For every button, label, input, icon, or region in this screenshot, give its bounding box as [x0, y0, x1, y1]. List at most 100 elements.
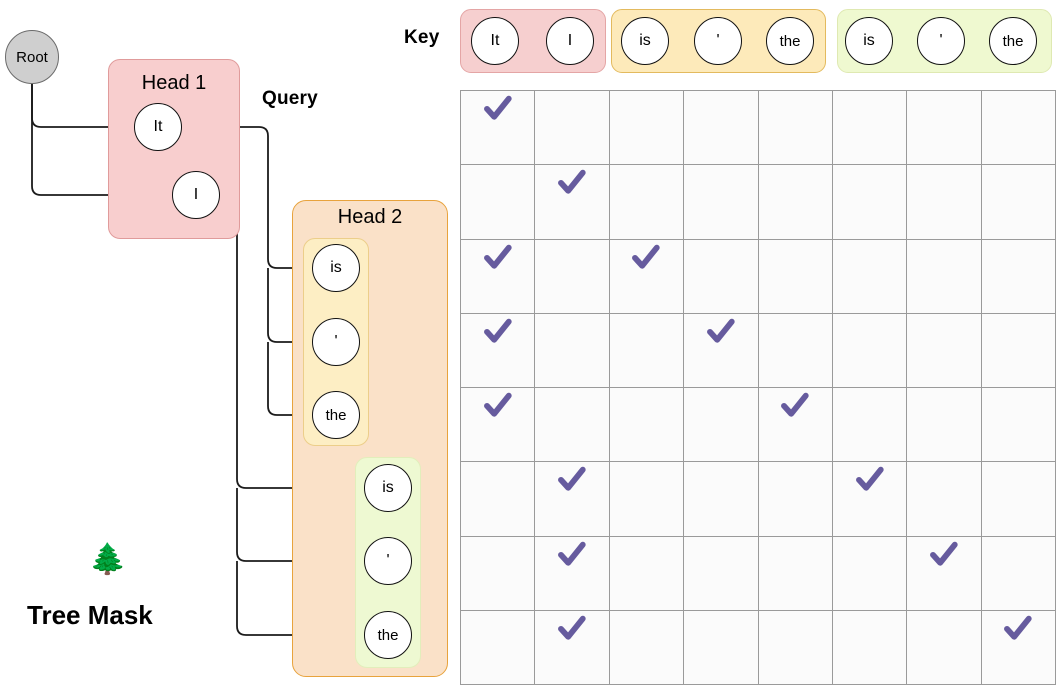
mask-cell-r1-c8[interactable]: [980, 89, 1056, 166]
mask-cell-r7-c4[interactable]: [683, 535, 759, 612]
mask-cell-r7-c8[interactable]: [980, 535, 1056, 612]
key-label: Key: [404, 27, 440, 48]
mask-matrix-row: [459, 535, 1056, 612]
mask-cell-r4-c2[interactable]: [534, 312, 610, 389]
check-icon: [461, 91, 534, 164]
mask-cell-r5-c1[interactable]: [459, 387, 536, 463]
mask-cell-r4-c4[interactable]: [683, 312, 759, 389]
mask-cell-r8-c8[interactable]: [980, 610, 1056, 686]
mask-cell-r4-c3[interactable]: [608, 312, 685, 389]
mask-cell-r2-c1[interactable]: [459, 164, 536, 240]
head2-token-the-2: the: [364, 611, 412, 659]
mask-cell-r7-c2[interactable]: [534, 535, 610, 612]
mask-matrix-row: [459, 610, 1056, 686]
mask-cell-r4-c1[interactable]: [459, 312, 536, 389]
mask-cell-r7-c3[interactable]: [608, 535, 685, 612]
mask-cell-r8-c3[interactable]: [608, 610, 685, 686]
mask-cell-r8-c5[interactable]: [757, 610, 833, 686]
mask-matrix-row: [459, 312, 1056, 389]
mask-cell-r4-c7[interactable]: [906, 312, 982, 389]
head2-title: Head 2: [337, 206, 403, 228]
mask-matrix-body: [459, 89, 1056, 686]
check-icon: [982, 611, 1055, 684]
mask-cell-r1-c3[interactable]: [608, 89, 685, 166]
mask-cell-r6-c1[interactable]: [459, 461, 536, 537]
mask-cell-r5-c3[interactable]: [608, 387, 685, 463]
mask-cell-r6-c3[interactable]: [608, 461, 685, 537]
mask-cell-r2-c3[interactable]: [608, 164, 685, 240]
mask-cell-r5-c5[interactable]: [757, 387, 833, 463]
check-icon: [759, 388, 832, 461]
mask-cell-r2-c6[interactable]: [831, 164, 908, 240]
mask-cell-r8-c7[interactable]: [906, 610, 982, 686]
mask-cell-r1-c1[interactable]: [459, 89, 536, 166]
mask-cell-r4-c5[interactable]: [757, 312, 833, 389]
mask-cell-r3-c1[interactable]: [459, 238, 536, 314]
check-icon: [535, 165, 608, 238]
mask-cell-r1-c5[interactable]: [757, 89, 833, 166]
key-token-green-0: is: [845, 17, 893, 65]
evergreen-tree-icon: 🌲: [89, 543, 127, 576]
mask-cell-r5-c2[interactable]: [534, 387, 610, 463]
mask-cell-r2-c5[interactable]: [757, 164, 833, 240]
mask-cell-r8-c2[interactable]: [534, 610, 610, 686]
mask-cell-r1-c2[interactable]: [534, 89, 610, 166]
mask-cell-r6-c6[interactable]: [831, 461, 908, 537]
check-icon: [461, 388, 534, 461]
check-icon: [535, 462, 608, 535]
mask-cell-r2-c4[interactable]: [683, 164, 759, 240]
mask-cell-r6-c4[interactable]: [683, 461, 759, 537]
head2-token-is-1: is: [312, 244, 360, 292]
head2-token-apostrophe-1: ': [312, 318, 360, 366]
head2-token-is-2: is: [364, 464, 412, 512]
mask-cell-r1-c7[interactable]: [906, 89, 982, 166]
mask-cell-r5-c4[interactable]: [683, 387, 759, 463]
mask-cell-r4-c8[interactable]: [980, 312, 1056, 389]
mask-cell-r6-c8[interactable]: [980, 461, 1056, 537]
mask-cell-r8-c4[interactable]: [683, 610, 759, 686]
mask-cell-r3-c8[interactable]: [980, 238, 1056, 314]
mask-cell-r8-c6[interactable]: [831, 610, 908, 686]
mask-cell-r5-c8[interactable]: [980, 387, 1056, 463]
mask-cell-r3-c7[interactable]: [906, 238, 982, 314]
check-icon: [907, 537, 980, 610]
key-token-yellow-0: is: [621, 17, 669, 65]
mask-matrix-row: [459, 89, 1056, 166]
check-icon: [833, 462, 906, 535]
mask-cell-r1-c4[interactable]: [683, 89, 759, 166]
mask-cell-r4-c6[interactable]: [831, 312, 908, 389]
key-token-pink-0: It: [471, 17, 519, 65]
mask-cell-r2-c7[interactable]: [906, 164, 982, 240]
mask-cell-r6-c5[interactable]: [757, 461, 833, 537]
head1-token-i: I: [172, 171, 220, 219]
mask-cell-r8-c1[interactable]: [459, 610, 536, 686]
mask-matrix-row: [459, 238, 1056, 314]
mask-cell-r2-c2[interactable]: [534, 164, 610, 240]
key-token-yellow-2: the: [766, 17, 814, 65]
key-token-yellow-1: ': [694, 17, 742, 65]
check-icon: [610, 240, 683, 313]
root-node: Root: [5, 30, 59, 84]
mask-cell-r6-c7[interactable]: [906, 461, 982, 537]
mask-cell-r7-c6[interactable]: [831, 535, 908, 612]
mask-cell-r7-c5[interactable]: [757, 535, 833, 612]
key-token-green-1: ': [917, 17, 965, 65]
head2-token-apostrophe-2: ': [364, 537, 412, 585]
check-icon: [535, 611, 608, 684]
mask-cell-r2-c8[interactable]: [980, 164, 1056, 240]
mask-cell-r3-c5[interactable]: [757, 238, 833, 314]
mask-cell-r3-c6[interactable]: [831, 238, 908, 314]
mask-cell-r1-c6[interactable]: [831, 89, 908, 166]
mask-cell-r3-c4[interactable]: [683, 238, 759, 314]
mask-cell-r3-c3[interactable]: [608, 238, 685, 314]
mask-matrix: [459, 89, 1056, 686]
mask-cell-r7-c1[interactable]: [459, 535, 536, 612]
mask-cell-r3-c2[interactable]: [534, 238, 610, 314]
mask-cell-r5-c7[interactable]: [906, 387, 982, 463]
head1-token-it: It: [134, 103, 182, 151]
check-icon: [684, 314, 757, 387]
mask-cell-r5-c6[interactable]: [831, 387, 908, 463]
mask-cell-r6-c2[interactable]: [534, 461, 610, 537]
mask-cell-r7-c7[interactable]: [906, 535, 982, 612]
